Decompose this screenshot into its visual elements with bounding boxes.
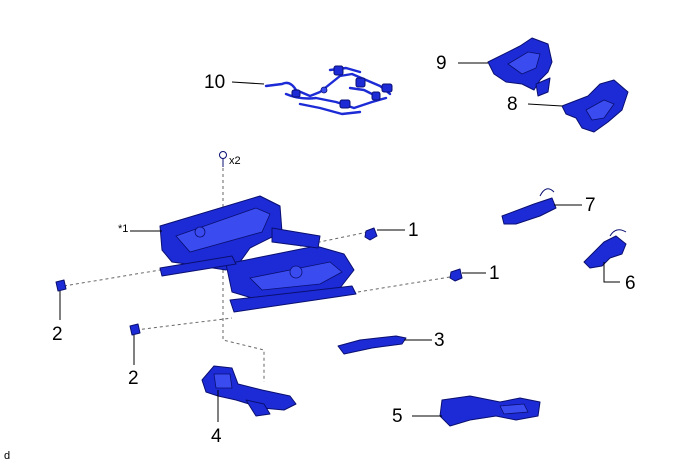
seat-track-frame-assembly [159, 195, 357, 313]
callout-7: 7 [585, 195, 596, 216]
wire-harness-part [264, 65, 393, 116]
callout-2-left: 2 [52, 324, 63, 345]
callout-10: 10 [204, 72, 225, 93]
adjuster-bracket-part [201, 365, 297, 417]
cover-cap-part-middle [129, 323, 141, 336]
callout-9: 9 [436, 53, 447, 74]
hook-bracket-part [583, 229, 627, 269]
callout-6: 6 [625, 273, 636, 294]
shield-cover-part [487, 37, 553, 97]
cover-cap-part-left [55, 279, 67, 292]
cap-part-lower [449, 268, 463, 282]
bolt-quantity: x2 [229, 155, 241, 167]
callout-1-upper: 1 [408, 220, 419, 241]
inner-shield-part [561, 79, 629, 133]
callout-1-lower: 1 [489, 263, 500, 284]
figure-code: d [4, 450, 10, 462]
latch-bracket-part [501, 188, 557, 225]
callout-4: 4 [211, 426, 222, 447]
callout-5: 5 [392, 406, 403, 427]
callout-8: 8 [507, 94, 518, 115]
callout-3: 3 [434, 330, 445, 351]
cap-part-upper [364, 227, 378, 241]
rail-cover-part [337, 335, 407, 355]
callout-2-middle: 2 [128, 368, 139, 389]
bolt-icon [219, 151, 227, 167]
callout-ref-1: *1 [118, 223, 128, 235]
under-seat-rail-part [439, 395, 541, 427]
